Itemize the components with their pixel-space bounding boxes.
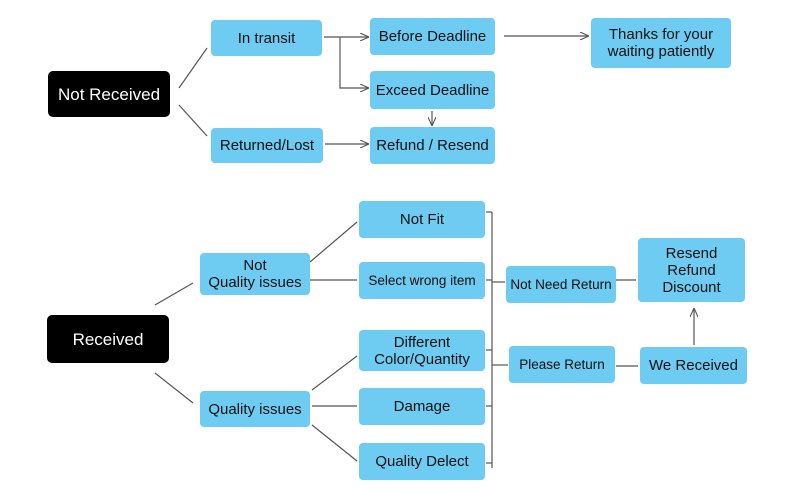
node-in-transit: In transit bbox=[211, 20, 322, 56]
node-thanks-waiting: Thanks for your waiting patiently bbox=[591, 18, 731, 68]
node-before-deadline: Before Deadline bbox=[370, 18, 495, 55]
node-refund-resend: Refund / Resend bbox=[370, 127, 495, 164]
node-not-need-return: Not Need Return bbox=[506, 266, 616, 303]
node-quality-defect: Quality Delect bbox=[359, 443, 485, 480]
arrow-intransit-exceed bbox=[339, 37, 368, 88]
line-quality-defect bbox=[311, 424, 358, 462]
line-received-quality bbox=[154, 372, 194, 404]
node-we-received: We Received bbox=[640, 347, 747, 384]
line-quality-different bbox=[311, 355, 358, 391]
node-returned-lost: Returned/Lost bbox=[211, 128, 323, 163]
line-notreceived-returned bbox=[178, 104, 208, 137]
node-not-fit: Not Fit bbox=[359, 201, 485, 238]
node-quality-issues: Quality issues bbox=[200, 391, 310, 427]
node-received: Received bbox=[47, 315, 169, 363]
node-exceed-deadline: Exceed Deadline bbox=[370, 71, 495, 109]
node-different-color-quantity: Different Color/Quantity bbox=[359, 330, 485, 371]
node-damage: Damage bbox=[359, 388, 485, 425]
node-please-return: Please Return bbox=[509, 346, 615, 383]
line-notquality-notfit bbox=[309, 221, 358, 263]
line-notreceived-intransit bbox=[178, 47, 208, 89]
node-not-received: Not Received bbox=[48, 71, 170, 117]
node-select-wrong-item: Select wrong item bbox=[359, 262, 485, 299]
node-resend-refund-discount: Resend Refund Discount bbox=[638, 238, 745, 302]
line-received-notquality bbox=[154, 282, 194, 306]
node-not-quality-issues: Not Quality issues bbox=[200, 253, 310, 295]
